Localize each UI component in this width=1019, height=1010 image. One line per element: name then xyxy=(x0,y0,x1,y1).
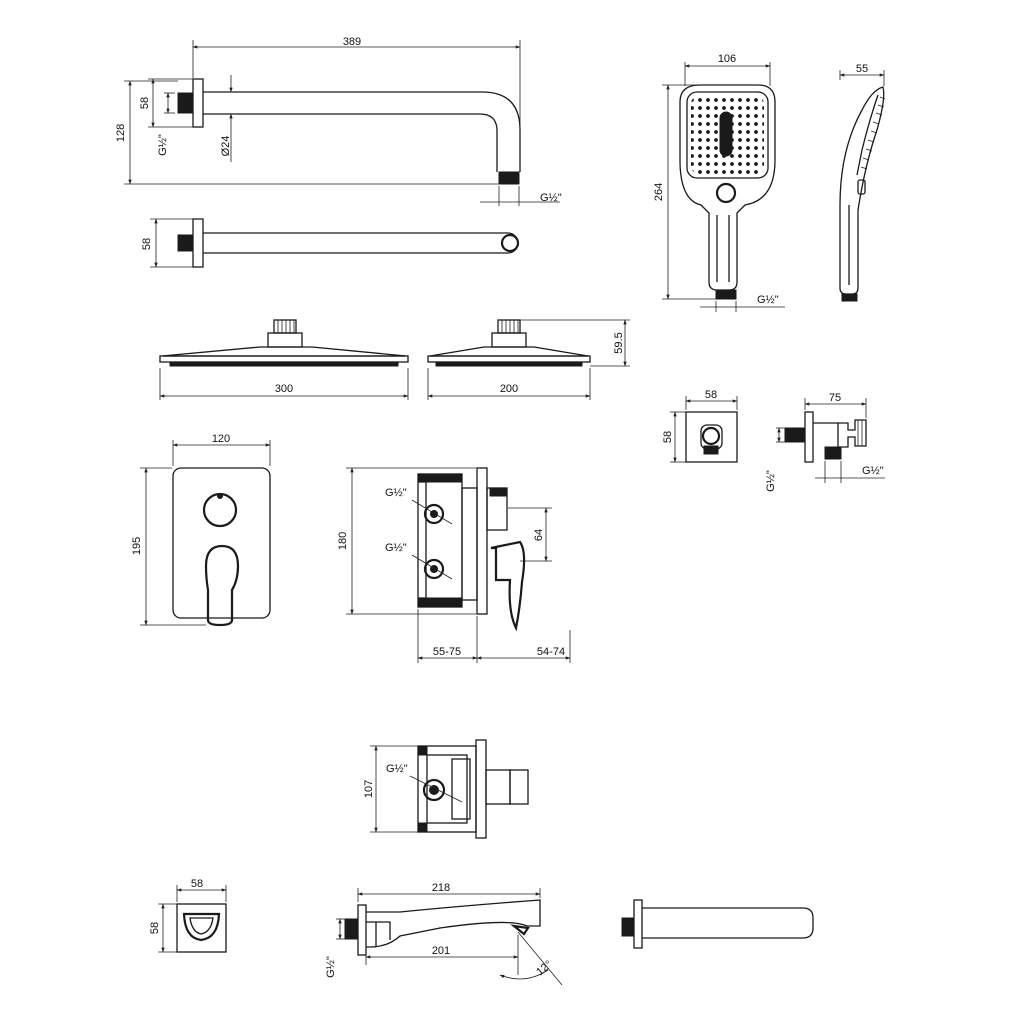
dim-hand-height: 264 xyxy=(653,183,665,201)
dim-outlet-depth: 75 xyxy=(829,392,841,404)
dim-spout-front-width: 58 xyxy=(191,878,203,890)
rain-head-small-plate xyxy=(429,346,589,357)
mixer-body-lever xyxy=(490,540,526,632)
hand-shower-thread xyxy=(715,289,737,300)
spout-side-thread xyxy=(344,918,359,940)
dim-rain-large-width: 300 xyxy=(275,383,293,395)
rain-head-large: 300 xyxy=(159,319,409,400)
spout-side-view: 218 201 12° G½" xyxy=(325,882,563,986)
shower-arm-top-view: 58 xyxy=(141,218,520,268)
mixer-body-plate xyxy=(476,467,488,615)
arm-top-connector xyxy=(177,234,194,252)
rain-head-small-connector xyxy=(497,319,521,334)
dim-mixer-thread-bottom: G½" xyxy=(385,542,407,554)
rain-head-large-plate xyxy=(161,346,407,357)
spout-plain-view xyxy=(621,899,814,949)
dim-hand-depth: 55 xyxy=(856,63,868,75)
dim-spout-front-height: 58 xyxy=(149,922,161,934)
wall-outlet-front-view: 58 58 xyxy=(662,389,738,463)
wall-outlet-plate xyxy=(685,411,738,463)
arm-pipe xyxy=(203,91,521,172)
mixer-body-valve xyxy=(461,487,478,601)
wall-outlet-side-view: 75 G½" G½" xyxy=(765,392,885,492)
dim-mixer-thread-top: G½" xyxy=(385,487,407,499)
mixer-plate-front-view: 120 195 xyxy=(131,433,271,627)
dim-arm-flange: 58 xyxy=(139,97,151,109)
dim-plate-height: 195 xyxy=(131,537,143,555)
mixer-body-box xyxy=(417,473,463,608)
dim-outlet-width: 58 xyxy=(705,389,717,401)
shower-arm-side-view: 389 128 58 G½" Ø24 G½" xyxy=(115,36,562,206)
dim-rain-height: 59.5 xyxy=(613,332,625,353)
dim-arm-thread: G½" xyxy=(157,134,169,156)
hand-shower-side-thread xyxy=(841,293,858,302)
rain-head-large-connector xyxy=(273,319,297,334)
hand-shower-front-view: 106 264 G½" xyxy=(653,53,785,312)
dim-mixer-spacing: 64 xyxy=(533,529,545,541)
dim-arm-top-flange: 58 xyxy=(141,238,153,250)
hand-shower-button xyxy=(715,182,737,204)
dim-outlet-outlet-thread: G½" xyxy=(862,465,884,477)
dim-arm-length: 389 xyxy=(343,36,361,48)
hand-shower-side-body xyxy=(839,86,885,295)
hand-shower-side-view: 55 xyxy=(839,63,886,302)
arm-top-outlet xyxy=(500,233,520,253)
spout-front-outlet xyxy=(182,912,221,942)
dim-spout-length: 218 xyxy=(432,882,450,894)
dim-spout-thread: G½" xyxy=(325,956,337,978)
diverter-body-plate xyxy=(475,739,487,839)
dim-outlet-inlet-thread: G½" xyxy=(765,470,777,492)
spout-front-view: 58 58 xyxy=(149,878,227,953)
arm-outlet-thread xyxy=(498,171,520,185)
spout-plain-body xyxy=(642,907,814,939)
dim-mixer-depth-lever: 54-74 xyxy=(537,646,565,658)
wall-outlet-inlet-thread xyxy=(784,427,806,443)
mixer-lever xyxy=(204,544,240,627)
arm-thread-connector xyxy=(177,92,194,114)
hand-shower-center-strip xyxy=(719,111,733,157)
spout-front-plate xyxy=(176,903,227,953)
dim-diverter-thread: G½" xyxy=(386,763,408,775)
dim-rain-small-width: 200 xyxy=(500,383,518,395)
diverter-body-knob xyxy=(509,769,529,805)
rain-head-small: 200 59.5 xyxy=(427,319,630,400)
dim-arm-diameter: Ø24 xyxy=(220,136,232,157)
dim-diverter-height: 107 xyxy=(363,780,375,798)
dim-mixer-depth-box: 55-75 xyxy=(433,646,461,658)
dim-arm-height: 128 xyxy=(115,124,127,142)
dim-spout-reach: 201 xyxy=(432,945,450,957)
diverter-inlet xyxy=(422,778,446,802)
mixer-plate xyxy=(172,467,271,619)
dim-hand-width: 106 xyxy=(718,53,736,65)
mixer-inlet-bottom xyxy=(423,558,445,580)
dim-hand-thread: G½" xyxy=(757,294,779,306)
arm-wall-flange xyxy=(192,78,204,128)
wall-outlet-holder xyxy=(701,426,721,446)
dim-plate-width: 120 xyxy=(212,433,230,445)
dim-mixer-height: 180 xyxy=(337,532,349,550)
mixer-body-side-view: G½" G½" 180 64 55-75 54-74 xyxy=(337,467,571,663)
spout-plain-thread xyxy=(621,917,635,937)
diverter-body-side-view: G½" 107 xyxy=(363,739,529,839)
spout-side-outlet xyxy=(510,924,530,936)
dim-arm-outlet-thread: G½" xyxy=(540,192,562,204)
wall-outlet-outlet-thread xyxy=(824,446,842,460)
dim-outlet-height: 58 xyxy=(662,431,674,443)
mixer-inlet-top xyxy=(423,503,445,525)
